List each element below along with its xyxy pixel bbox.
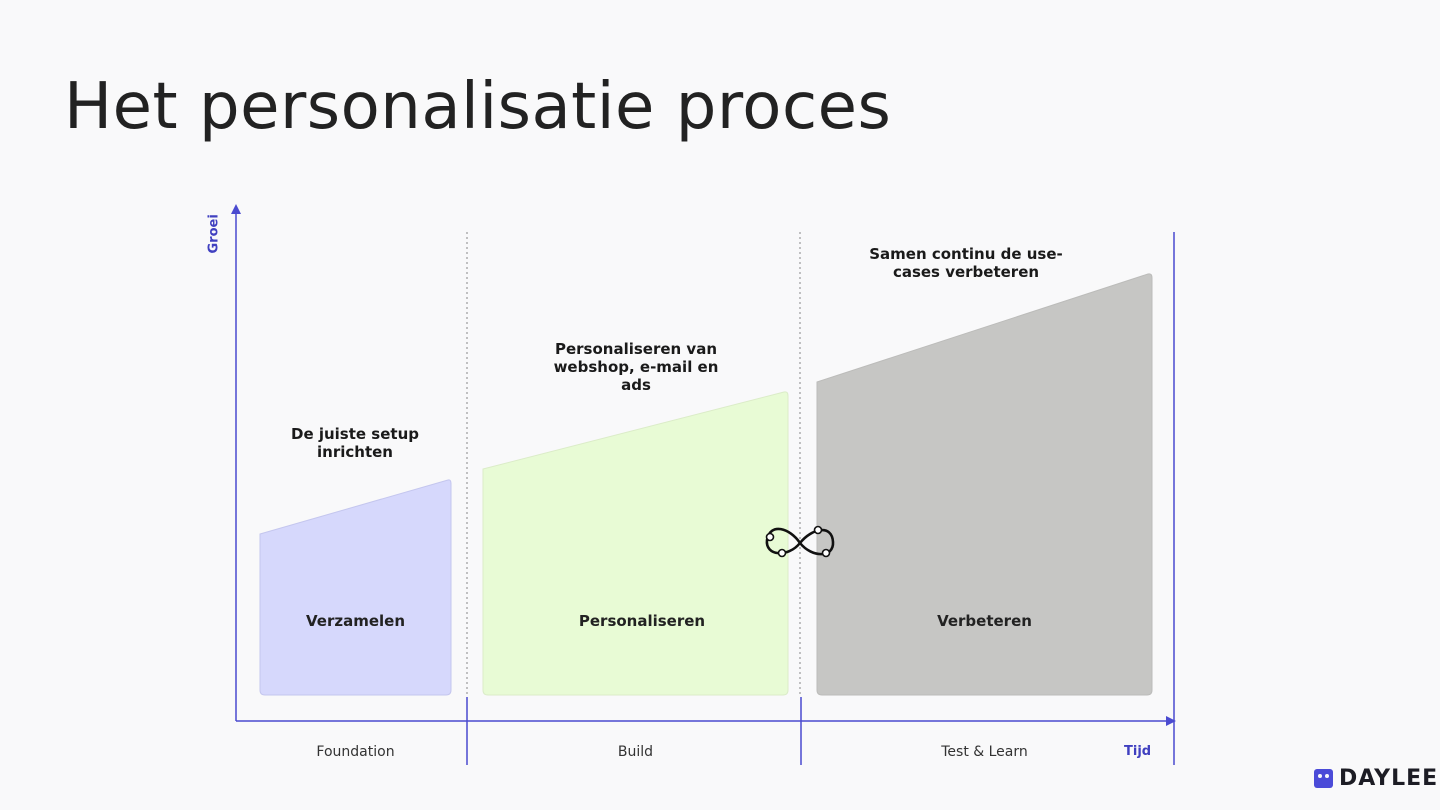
shape-personaliseren (482, 391, 789, 696)
x-axis-label: Tijd (1124, 744, 1152, 759)
phase-build: Build (617, 744, 654, 760)
brand-name: DAYLEE (1339, 766, 1439, 791)
brand-logo: DAYLEE (1314, 766, 1438, 791)
top-label-verbeteren: Samen continu de use-cases verbeteren (869, 245, 1063, 281)
top-label-verzamelen: De juiste setup inrichten (291, 425, 419, 461)
bar-label-verzamelen: Verzamelen (305, 612, 405, 630)
x-axis-arrow-icon (1166, 716, 1176, 726)
bar-label-personaliseren: Personaliseren (578, 612, 706, 630)
daylee-logo-icon (1314, 769, 1333, 788)
page-title: Het personalisatie proces (64, 70, 892, 144)
y-axis-arrow-icon (231, 204, 241, 214)
phase-foundation: Foundation (316, 744, 395, 760)
shape-verbeteren (816, 273, 1153, 696)
phase-test-learn: Test & Learn (941, 744, 1028, 760)
shape-verzamelen (259, 479, 452, 696)
top-label-personaliseren: Personaliseren van webshop, e-mail en ad… (553, 340, 719, 394)
y-axis-label: Groei (206, 214, 222, 254)
bar-label-verbeteren: Verbeteren (937, 612, 1032, 630)
infinity-loop-icon (765, 525, 835, 558)
